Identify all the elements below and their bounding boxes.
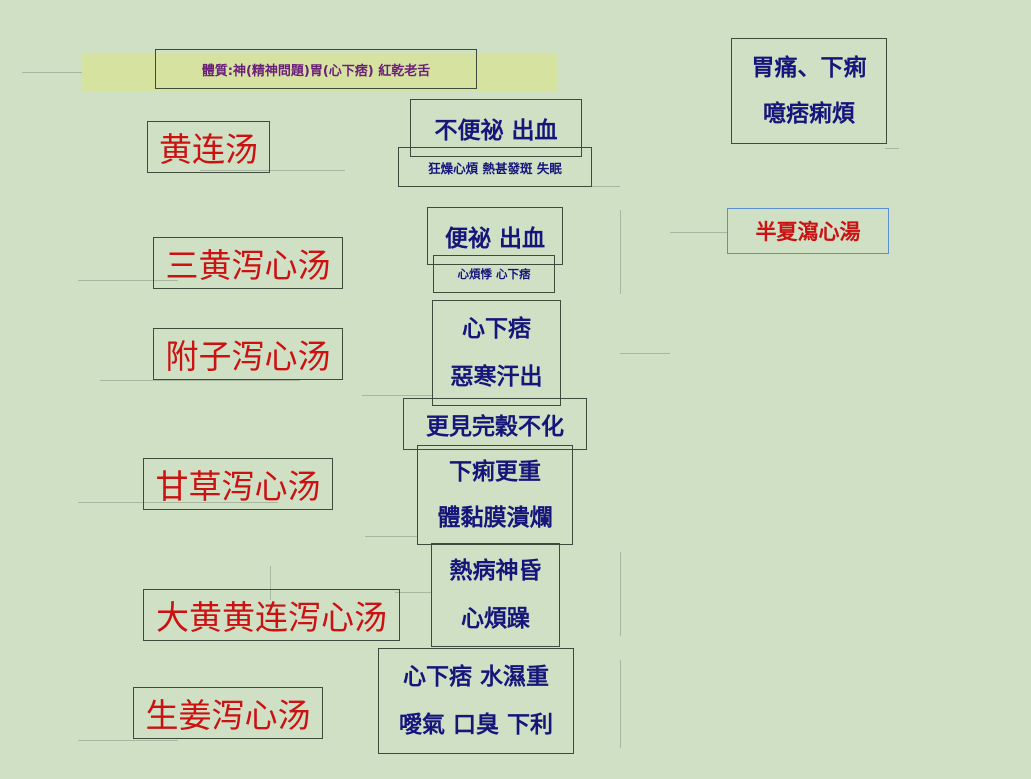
top-right-symptom-box: 胃痛、下痢 噫痞痢煩 [731,38,887,144]
connector-line [620,552,621,636]
formula-shengjiang-xiexin-tang: 生姜泻心汤 [133,687,323,739]
connector-line [22,72,82,73]
connector-line [620,210,621,294]
gancao-extra-symptom: 更見完穀不化 [403,398,587,450]
fuzi-symptom-line-1: 心下痞 [462,316,531,342]
sanhuang-sub-symptoms: 心煩悸 心下痞 [433,255,555,293]
shengjiang-symptoms: 心下痞 水濕重 噯氣 口臭 下利 [378,648,574,754]
dahuang-symptom-line-1: 熱病神昏 [449,558,542,584]
connector-line [620,353,670,354]
formula-gancao-xiexin-tang: 甘草泻心汤 [143,458,333,510]
connector-line [620,660,621,748]
connector-line [78,280,178,281]
gancao-symptom-line-2: 體黏膜潰爛 [437,505,553,531]
connector-line [365,536,417,537]
connector-line [362,395,432,396]
huanglian-sub-symptoms: 狂燥心煩 熱甚發斑 失眠 [398,147,592,187]
shengjiang-symptom-line-2: 噯氣 口臭 下利 [398,712,553,738]
sanhuang-main-symptoms: 便祕 出血 [427,207,563,265]
formula-fuzi-xiexin-tang: 附子泻心汤 [153,328,343,380]
formula-dahuang-huanglian-xiexin-tang: 大黄黄连泻心汤 [143,589,400,641]
connector-line [590,186,620,187]
fuzi-symptoms: 心下痞 惡寒汗出 [432,300,561,406]
top-right-line-1: 胃痛、下痢 [751,55,867,81]
shengjiang-symptom-line-1: 心下痞 水濕重 [402,664,549,690]
connector-line [100,380,300,381]
banxia-xiexin-tang: 半夏瀉心湯 [727,208,889,254]
connector-line [270,566,271,600]
dahuang-symptom-line-2: 心煩躁 [461,606,530,632]
constitution-header-band [82,54,558,92]
formula-sanhuang-xiexin-tang: 三黄泻心汤 [153,237,343,289]
constitution-header: 體質:神(精神問題)胃(心下痞) 紅乾老舌 [155,49,477,89]
dahuang-symptoms: 熱病神昏 心煩躁 [431,543,560,647]
top-right-line-2: 噫痞痢煩 [763,101,855,127]
gancao-symptoms: 下痢更重 體黏膜潰爛 [417,445,573,545]
connector-line [395,592,431,593]
connector-line [78,502,278,503]
connector-line [78,740,178,741]
gancao-symptom-line-1: 下痢更重 [449,459,541,485]
connector-line [200,170,345,171]
huanglian-main-symptoms: 不便祕 出血 [410,99,582,157]
fuzi-symptom-line-2: 惡寒汗出 [450,364,543,390]
connector-line [885,148,899,149]
connector-line [670,232,727,233]
formula-huanglian-tang: 黄连汤 [147,121,270,173]
